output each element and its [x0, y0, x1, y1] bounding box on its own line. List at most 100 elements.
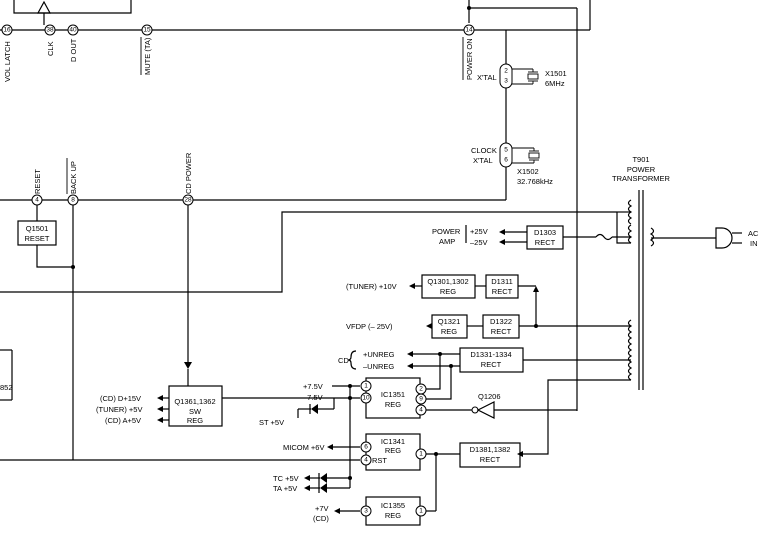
transformer-section: T901 POWER TRANSFORMER AC IN: [612, 155, 759, 390]
svg-text:REG: REG: [385, 400, 401, 409]
tc-5v-label: TC +5V: [273, 474, 299, 483]
svg-text:1: 1: [419, 508, 423, 515]
svg-text:REG: REG: [441, 327, 457, 336]
top-pin-40: 40 D OUT: [67, 24, 79, 62]
top-pin-14: 14 POWER ON: [462, 24, 475, 80]
svg-text:REG: REG: [385, 446, 401, 455]
svg-text:RECT: RECT: [491, 327, 512, 336]
svg-text:RESET: RESET: [24, 234, 49, 243]
svg-text:REG: REG: [187, 416, 203, 425]
mute-ta-label: MUTE (TA): [143, 37, 152, 75]
svg-text:Q1361,1362: Q1361,1362: [174, 397, 215, 406]
d-out-label: D OUT: [69, 38, 78, 62]
tuner-5v-label: (TUNER) +5V: [96, 405, 142, 414]
svg-text:RECT: RECT: [535, 238, 556, 247]
neg-25v-label: –25V: [470, 238, 488, 247]
cd-power-label: CD POWER: [184, 152, 193, 194]
svg-text:10: 10: [362, 395, 370, 402]
primary-coil: [649, 227, 655, 247]
svg-text:RECT: RECT: [492, 287, 513, 296]
cd-label: CD: [338, 356, 349, 365]
d1322-rect-box: D1322 RECT: [482, 314, 520, 339]
x1502-freq: 32.768kHz: [517, 177, 553, 186]
top-ic-block: 16 VOL LATCH 38 CLK 40 D OUT 15 MUTE (TA…: [0, 0, 591, 411]
top-pin-16: 16 VOL LATCH: [1, 24, 13, 82]
svg-text:RECT: RECT: [481, 360, 502, 369]
svg-text:D1303: D1303: [534, 228, 556, 237]
reset-label: RESET: [33, 169, 42, 194]
micom-6v-label: MICOM +6V: [283, 443, 324, 452]
svg-text:2: 2: [419, 386, 423, 393]
ic1341-rst: RST: [372, 456, 387, 465]
ac-plug-icon: [715, 227, 733, 249]
secondary-coil-2: [627, 224, 633, 244]
ic1341-reg-box: IC1341 REG RST: [365, 433, 421, 471]
t901-name: T901: [632, 155, 649, 164]
svg-text:4: 4: [419, 407, 423, 414]
pin-number: 38: [46, 27, 54, 34]
svg-text:SW: SW: [189, 407, 202, 416]
ic1351-section: +7.5V –7.5V IC1351 REG 1 10 2 9 4 ST +5V: [259, 377, 577, 458]
svg-text:D1381,1382: D1381,1382: [470, 445, 511, 454]
svg-text:Q1501: Q1501: [26, 224, 49, 233]
st-5v-label: ST +5V: [259, 418, 284, 427]
p7v-cd-label: (CD): [313, 514, 329, 523]
mid-pin-4: 4 RESET: [31, 169, 43, 206]
mid-pin-8: 8 BACK UP: [66, 158, 79, 206]
x1501-freq: 6MHz: [545, 79, 565, 88]
pos-25v-label: +25V: [470, 227, 488, 236]
top-pin-15: 15 MUTE (TA): [140, 24, 153, 75]
svg-text:1: 1: [364, 383, 368, 390]
xtal-label: X'TAL: [477, 73, 497, 82]
fuse-icon: [595, 233, 613, 241]
power-amp-section: POWER AMP +25V –25V D1303 RECT: [432, 211, 631, 250]
svg-text:D1331-1334: D1331-1334: [470, 350, 511, 359]
svg-text:9: 9: [419, 396, 423, 403]
q1206-inverter-icon: [476, 401, 495, 419]
pin-number: 15: [143, 27, 151, 34]
svg-text:4: 4: [35, 197, 39, 204]
clock-xtal-pin-capsule: [499, 142, 513, 168]
power-on-label: POWER ON: [465, 38, 474, 80]
svg-text:5: 5: [504, 147, 508, 154]
d1381-rect-box: D1381,1382 RECT: [459, 442, 521, 468]
svg-text:4: 4: [364, 457, 368, 464]
q1361-section: Q1361,1362 SW REG (CD) D+15V (TUNER) +5V…: [96, 385, 360, 427]
tuner-10v-label: (TUNER) +10V: [346, 282, 397, 291]
svg-text:IC1355: IC1355: [381, 501, 405, 510]
vfdp-label: VFDP (– 25V): [346, 322, 393, 331]
svg-text:8: 8: [71, 197, 75, 204]
x1502-name: X1502: [517, 167, 539, 176]
svg-text:RECT: RECT: [480, 455, 501, 464]
d1303-rect-box: D1303 RECT: [526, 225, 564, 250]
unreg-pos-label: +UNREG: [363, 350, 395, 359]
svg-text:REG: REG: [440, 287, 456, 296]
secondary-coil-3: [627, 319, 633, 381]
middle-bus: 4 RESET 8 BACK UP 2 8 CD POWER Q1501 RESE…: [0, 152, 617, 461]
svg-text:Q1301,1302: Q1301,1302: [427, 277, 468, 286]
x1501-name: X1501: [545, 69, 567, 78]
top-pin-38: 38 CLK: [44, 24, 56, 56]
svg-text:Q1321: Q1321: [438, 317, 461, 326]
buffer-symbol: [36, 0, 52, 14]
svg-text:2: 2: [504, 68, 508, 75]
p7v-label: +7V: [315, 504, 329, 513]
d1311-rect-box: D1311 RECT: [485, 274, 519, 299]
svg-text:REG: REG: [385, 511, 401, 520]
ic1355-reg-box: IC1355 REG: [365, 496, 421, 526]
q1361-sw-reg-box: Q1361,1362 SW REG: [168, 385, 223, 427]
clk-label: CLK: [46, 41, 55, 56]
pin-number: 40: [69, 27, 77, 34]
pin-number: 14: [465, 27, 473, 34]
pin-number: 16: [3, 27, 11, 34]
clock-xtal-label: X'TAL: [473, 156, 493, 165]
unreg-row: CD +UNREG –UNREG D1331-1334 RECT: [338, 347, 631, 400]
unreg-neg-label: –UNREG: [363, 362, 394, 371]
t901-line2: TRANSFORMER: [612, 174, 671, 183]
cd-a5v-label: (CD) A+5V: [105, 416, 141, 425]
t901-line1: POWER: [627, 165, 656, 174]
x1502-crystal-symbol: [528, 152, 540, 159]
vol-latch-label: VOL LATCH: [3, 41, 12, 82]
clock-label: CLOCK: [471, 146, 497, 155]
ac-label: AC: [748, 229, 759, 238]
